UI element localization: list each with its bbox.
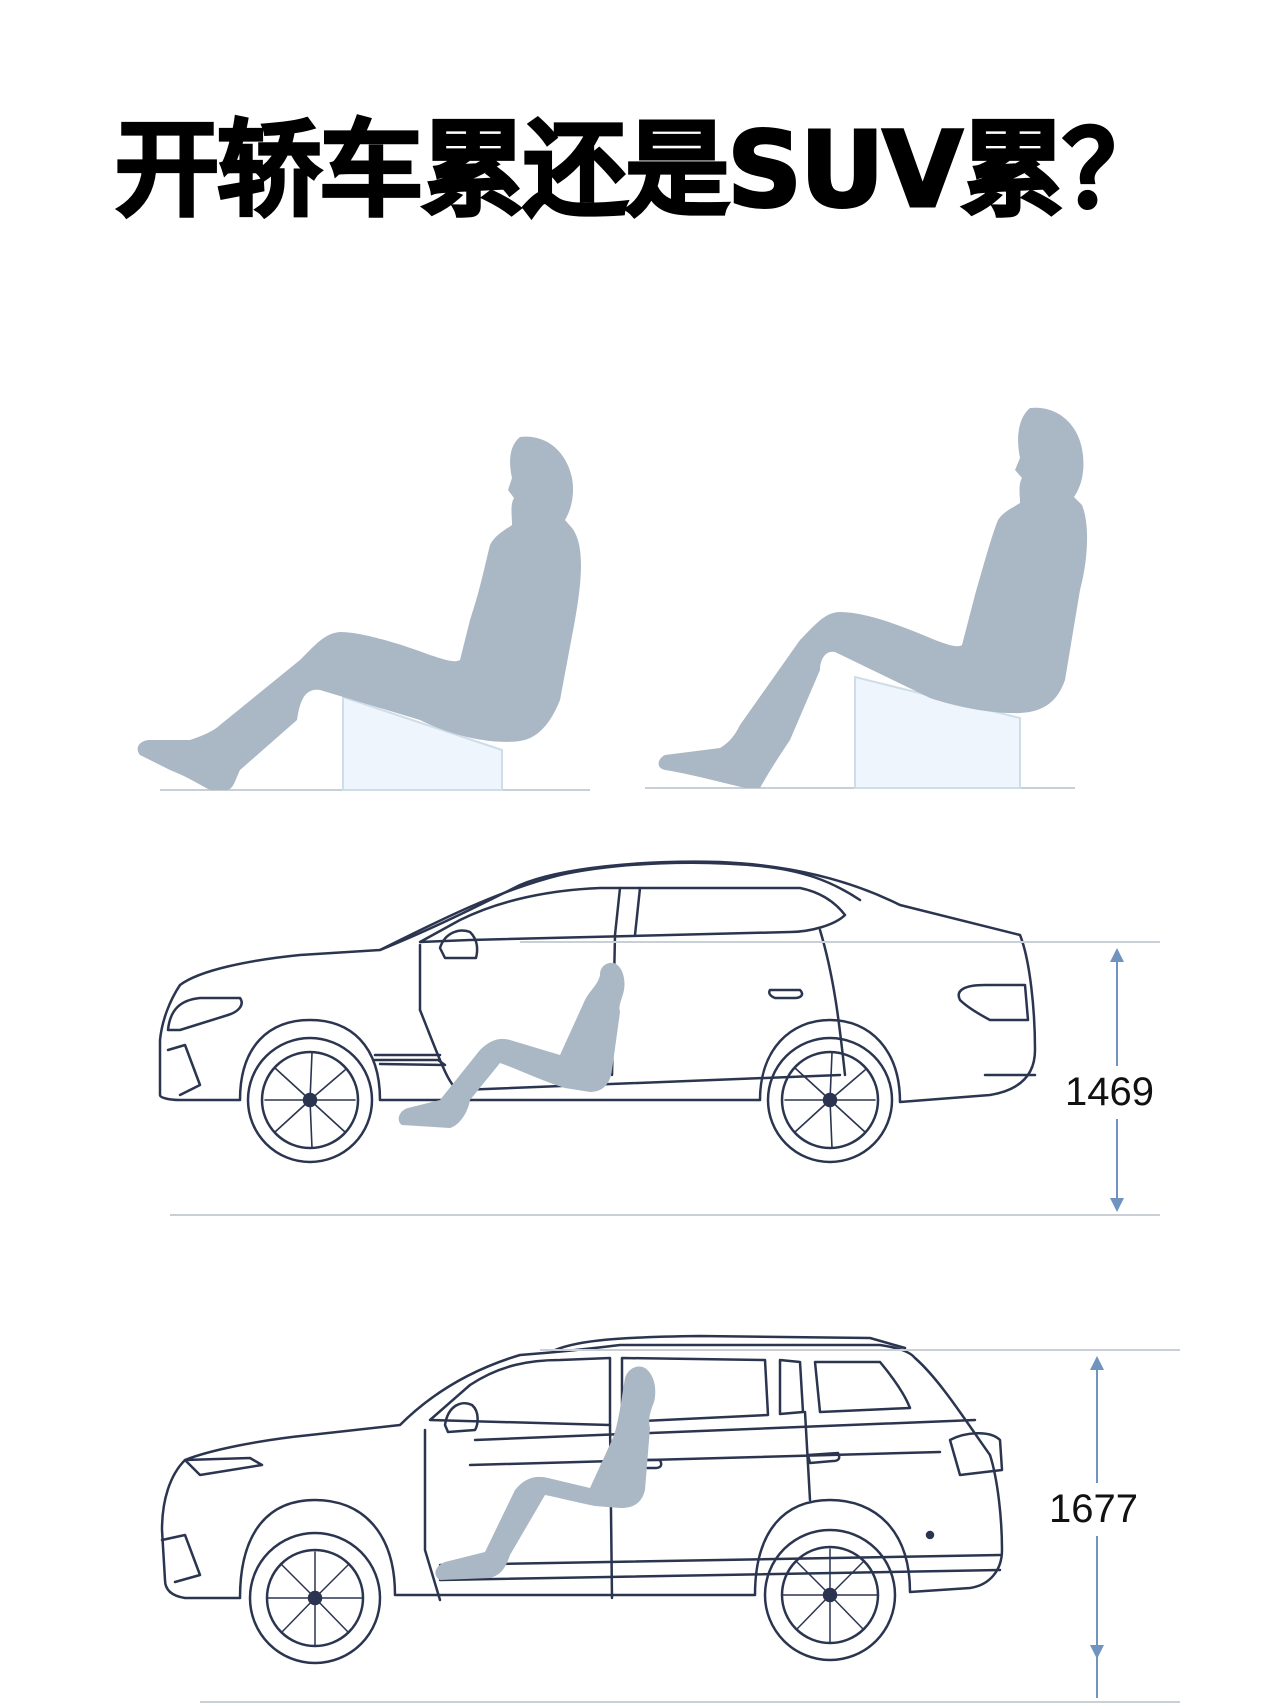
sedan-wheel-spokes [264, 1052, 876, 1149]
suv-body-outline [160, 1343, 1004, 1600]
arrow-down-icon [1110, 1198, 1124, 1212]
sedan-height-label: 1469 [1065, 1066, 1154, 1119]
suv-height-label: 1677 [1049, 1483, 1138, 1536]
arrow-up-icon [1110, 948, 1124, 962]
sedan-driver-silhouette [398, 962, 625, 1128]
arrow-up-icon [1090, 1356, 1104, 1370]
suv-driver-silhouette [435, 1366, 656, 1580]
seated-person-silhouette [137, 436, 581, 790]
suv-posture-figure [645, 407, 1088, 789]
suv-wheel-spokes [267, 1548, 878, 1646]
arrow-down-icon [1090, 1645, 1104, 1659]
suv-dimension [200, 1349, 1180, 1703]
seated-person-silhouette [658, 407, 1088, 788]
sedan-dimension [170, 941, 1160, 1216]
sedan-posture-figure [137, 436, 590, 791]
sedan-drawing [158, 860, 1037, 1164]
page-title: 开轿车累还是SUV累？ [114, 109, 1169, 231]
suv-drawing [160, 1334, 1004, 1665]
seat-block [342, 695, 503, 791]
